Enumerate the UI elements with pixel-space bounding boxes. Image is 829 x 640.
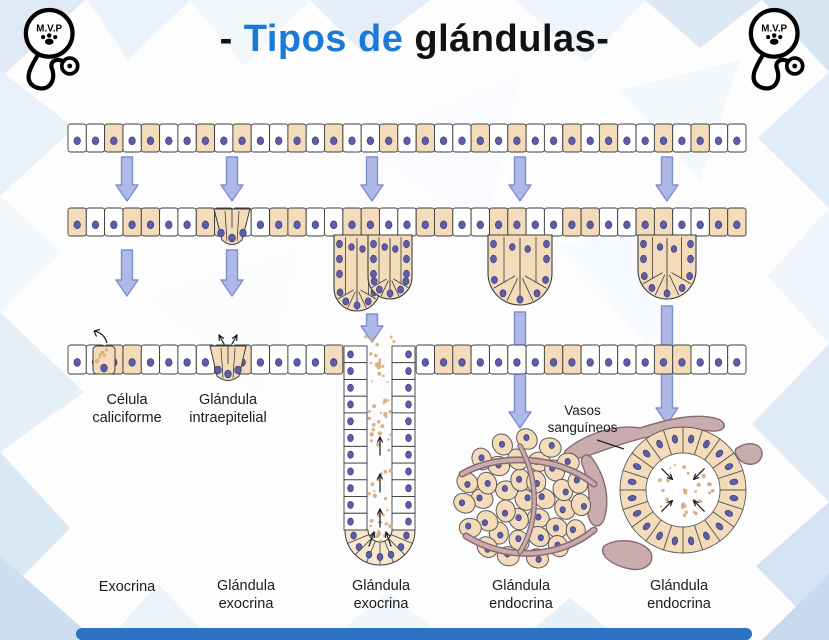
label-glandula-endocrina-1: Glándula endocrina	[489, 578, 553, 613]
page-title: - Tipos de glándulas-	[95, 18, 734, 61]
label-glandula-exocrina-2: Glándula exocrina	[351, 578, 411, 613]
mvp-logo-left: M.V.P	[23, 7, 80, 91]
stethoscope-icon	[751, 52, 805, 91]
label-vasos-sanguineos: Vasos sanguíneos	[547, 403, 618, 435]
goblet-cell	[92, 328, 116, 375]
epithelium-row-developing	[67, 207, 747, 237]
title-dash-left: -	[219, 18, 244, 60]
paw-icon	[766, 33, 783, 45]
label-glandula-intraepitelial: Glándula intraepitelial	[189, 392, 267, 427]
epithelium-row-simple	[67, 123, 747, 153]
exocrine-gland-tube	[343, 334, 416, 566]
bottom-bar	[76, 628, 752, 640]
arrows-stage-1	[115, 156, 679, 202]
gland-bud-2	[487, 234, 553, 306]
title-highlight: Tipos de	[243, 18, 404, 60]
label-glandula-exocrina-1: Glándula exocrina	[216, 578, 276, 613]
label-celula-caliciforme: Célula caliciforme	[92, 392, 162, 427]
intraepithelial-gland-forming	[213, 208, 251, 245]
endocrine-gland-acinar	[453, 428, 598, 569]
title-dash-right: -	[596, 18, 610, 60]
blood-vessels	[563, 415, 763, 571]
label-glandula-endocrina-2: Glándula endocrina	[647, 578, 711, 613]
logo-text: M.V.P	[761, 23, 787, 34]
paw-icon	[41, 33, 58, 45]
intraepithelial-gland	[209, 334, 247, 381]
mvp-logo-right: M.V.P	[748, 7, 805, 91]
endocrine-gland-follicle	[619, 426, 747, 554]
title-rest: glándulas	[403, 18, 597, 60]
label-exocrina: Exocrina	[98, 579, 156, 595]
gland-bud-1	[333, 234, 413, 312]
logo-text: M.V.P	[36, 23, 62, 34]
stethoscope-icon	[26, 52, 80, 91]
gland-bud-3	[637, 234, 697, 300]
